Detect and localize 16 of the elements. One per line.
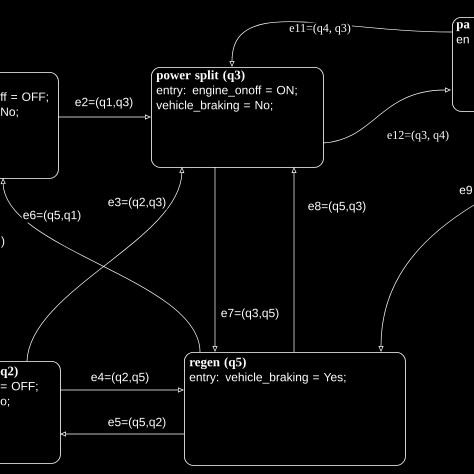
state-box: regen (q5) entry: vehicle_braking = Yes;	[184, 352, 406, 466]
edge-label: e12=(q3, q4)	[386, 130, 450, 142]
edge-label: e8=(q5,q3)	[306, 200, 368, 214]
edge-label: e4=(q2,q5)	[90, 371, 150, 385]
edge-label: e9	[458, 184, 474, 196]
edge-label: e7=(q3,q5)	[220, 307, 280, 321]
state-box: pa en	[452, 17, 474, 112]
edge-label: e11=(q4, q3)	[288, 22, 352, 36]
state-box: ff = OFF; No;	[0, 72, 59, 179]
edge-label: e6=(q5,q1)	[22, 209, 82, 223]
edge-label: e3=(q2,q3)	[106, 196, 168, 210]
edge-label: e2=(q1,q3)	[74, 96, 134, 110]
edge-label: e5=(q5,q2)	[106, 416, 168, 430]
text-fragment: )	[1, 236, 4, 248]
state-box: q2) = OFF; o;	[0, 361, 61, 464]
state-box: power split (q3) entry: engine_onoff = ON; vehicle_braking = No;	[151, 67, 324, 168]
